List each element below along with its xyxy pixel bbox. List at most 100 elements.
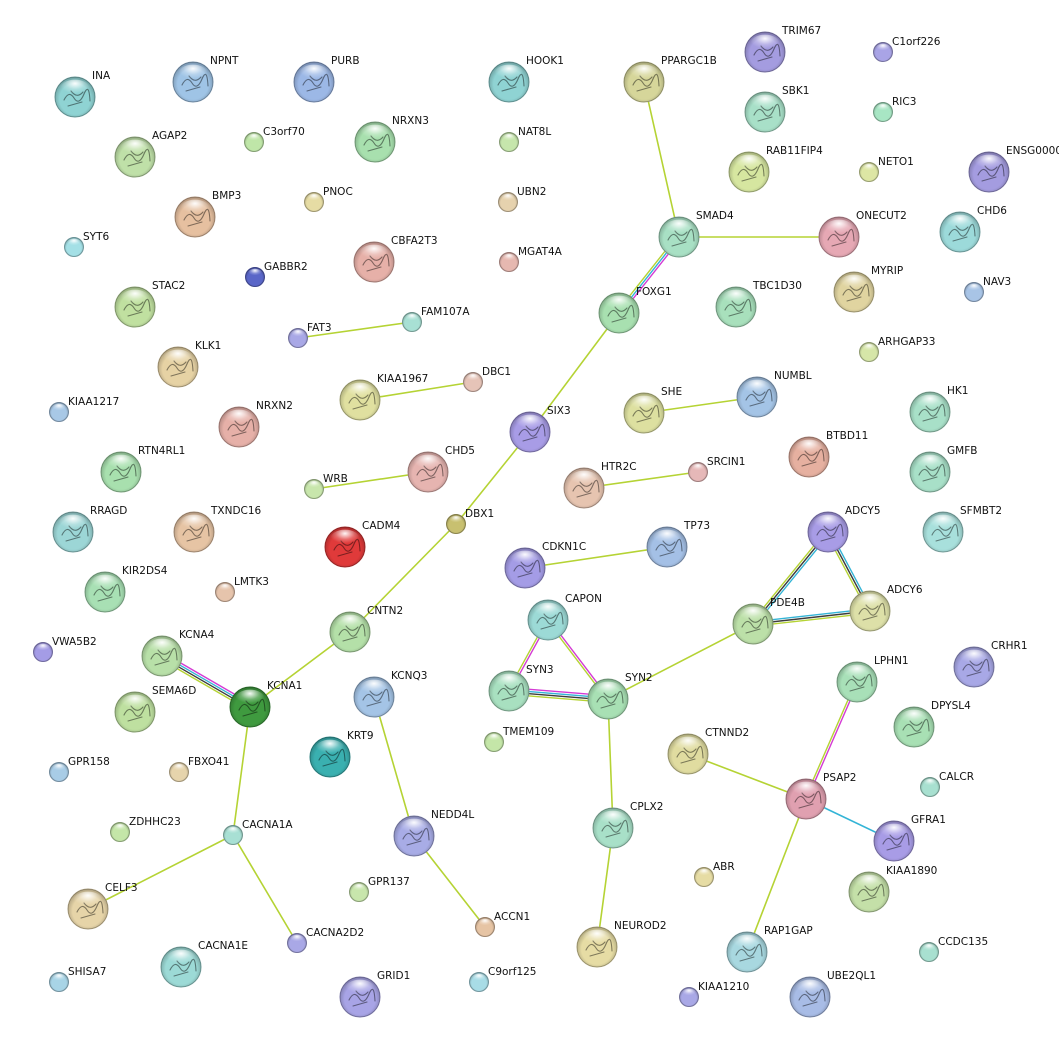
node-CPLX2[interactable]: CPLX2 — [592, 801, 663, 849]
node-FBXO41[interactable]: FBXO41 — [169, 756, 230, 782]
node-RAB11FIP4[interactable]: RAB11FIP4 — [728, 145, 823, 193]
edge-SYN2-CPLX2[interactable] — [607, 698, 614, 829]
node-NPNT[interactable]: NPNT — [172, 55, 239, 103]
node-GRID1[interactable]: GRID1 — [339, 970, 410, 1018]
node-ADCY6[interactable]: ADCY6 — [849, 584, 923, 632]
node-KCNQ3[interactable]: KCNQ3 — [353, 670, 427, 718]
node-DBC1[interactable]: DBC1 — [463, 366, 512, 392]
node-ARHGAP33[interactable]: ARHGAP33 — [859, 336, 936, 362]
node-PNOC[interactable]: PNOC — [304, 186, 353, 212]
node-BMP3[interactable]: BMP3 — [174, 190, 241, 238]
node-CADM4[interactable]: CADM4 — [324, 520, 401, 568]
node-KIR2DS4[interactable]: KIR2DS4 — [84, 565, 168, 613]
edge-FOXG1-SIX3[interactable] — [529, 312, 620, 433]
node-RRAGD[interactable]: RRAGD — [52, 505, 127, 553]
node-PSAP2[interactable]: PSAP2 — [785, 772, 856, 820]
node-UBE2QL1[interactable]: UBE2QL1 — [789, 970, 876, 1018]
node-SHISA7[interactable]: SHISA7 — [49, 966, 107, 992]
node-NEUROD2[interactable]: NEUROD2 — [576, 920, 667, 968]
edge-LPHN1-PSAP2[interactable] — [804, 680, 859, 801]
node-FAM107A[interactable]: FAM107A — [402, 306, 471, 332]
node-CRHR1[interactable]: CRHR1 — [953, 640, 1028, 688]
node-SFMBT2[interactable]: SFMBT2 — [922, 505, 1002, 553]
node-AGAP2[interactable]: AGAP2 — [114, 130, 187, 178]
node-WRB[interactable]: WRB — [304, 473, 348, 499]
node-CDKN1C[interactable]: CDKN1C — [504, 541, 586, 589]
node-KLK1[interactable]: KLK1 — [157, 340, 221, 388]
node-FAT3[interactable]: FAT3 — [288, 322, 332, 348]
node-DPYSL4[interactable]: DPYSL4 — [893, 700, 971, 748]
edge-PDE4B-SYN2[interactable] — [607, 623, 754, 700]
node-SIX3[interactable]: SIX3 — [509, 405, 571, 453]
node-DBX1[interactable]: DBX1 — [446, 508, 495, 534]
node-LMTK3[interactable]: LMTK3 — [215, 576, 269, 602]
node-VWA5B2[interactable]: VWA5B2 — [33, 636, 97, 662]
node-FOXG1[interactable]: FOXG1 — [598, 286, 672, 334]
node-SEMA6D[interactable]: SEMA6D — [114, 685, 196, 733]
node-NETO1[interactable]: NETO1 — [859, 156, 914, 182]
node-PDE4B[interactable]: PDE4B — [732, 597, 805, 645]
edge-FAT3-FAM107A[interactable] — [297, 321, 413, 339]
edge-PPARGC1B-SMAD4[interactable] — [643, 81, 680, 238]
edge-PSAP2-RAP1GAP[interactable] — [746, 798, 807, 953]
node-SHE[interactable]: SHE — [623, 386, 682, 434]
edge-CACNA1A-CELF3[interactable] — [87, 834, 234, 910]
node-NAV3[interactable]: NAV3 — [964, 276, 1012, 302]
node-RAP1GAP[interactable]: RAP1GAP — [726, 925, 813, 973]
node-PURB[interactable]: PURB — [293, 55, 360, 103]
node-RTN4RL1[interactable]: RTN4RL1 — [100, 445, 185, 493]
node-SRCIN1[interactable]: SRCIN1 — [688, 456, 746, 482]
node-CCDC135[interactable]: CCDC135 — [919, 936, 989, 962]
node-GFRA1[interactable]: GFRA1 — [873, 814, 946, 862]
node-HOOK1[interactable]: HOOK1 — [488, 55, 564, 103]
node-CTNND2[interactable]: CTNND2 — [667, 727, 749, 775]
node-GABBR2[interactable]: GABBR2 — [245, 261, 308, 287]
node-CACNA2D2[interactable]: CACNA2D2 — [287, 927, 365, 953]
edge-CDKN1C-TP73[interactable] — [524, 546, 668, 569]
node-KRT9[interactable]: KRT9 — [309, 730, 374, 778]
node-CACNA1A[interactable]: CACNA1A — [223, 819, 294, 845]
node-C3orf70[interactable]: C3orf70 — [244, 126, 305, 152]
node-CBFA2T3[interactable]: CBFA2T3 — [353, 235, 438, 283]
node-KIAA1217[interactable]: KIAA1217 — [49, 396, 120, 422]
node-NRXN2[interactable]: NRXN2 — [218, 400, 293, 448]
node-CHD6[interactable]: CHD6 — [939, 205, 1007, 253]
node-CALCR[interactable]: CALCR — [920, 771, 975, 797]
node-STAC2[interactable]: STAC2 — [114, 280, 185, 328]
node-HK1[interactable]: HK1 — [909, 385, 968, 433]
node-ZDHHC23[interactable]: ZDHHC23 — [110, 816, 181, 842]
node-MYRIP[interactable]: MYRIP — [833, 265, 903, 313]
node-GPR137[interactable]: GPR137 — [349, 876, 410, 902]
node-SYN2[interactable]: SYN2 — [587, 672, 653, 720]
node-ONECUT2[interactable]: ONECUT2 — [818, 210, 907, 258]
node-ACCN1[interactable]: ACCN1 — [475, 911, 531, 937]
node-KIAA1967[interactable]: KIAA1967 — [339, 373, 428, 421]
node-ENSG0000[interactable]: ENSG0000 — [968, 145, 1059, 193]
node-TMEM109[interactable]: TMEM109 — [484, 726, 555, 752]
node-CELF3[interactable]: CELF3 — [67, 882, 138, 930]
node-SBK1[interactable]: SBK1 — [744, 85, 809, 133]
node-NEDD4L[interactable]: NEDD4L — [393, 809, 474, 857]
edge-KCNA1-CACNA1A[interactable] — [232, 706, 251, 836]
edge-DBX1-CNTN2[interactable] — [349, 523, 457, 633]
node-CACNA1E[interactable]: CACNA1E — [160, 940, 248, 988]
node-TXNDC16[interactable]: TXNDC16 — [173, 505, 262, 553]
node-UBN2[interactable]: UBN2 — [498, 186, 547, 212]
node-TRIM67[interactable]: TRIM67 — [744, 25, 821, 73]
node-INA[interactable]: INA — [54, 70, 111, 118]
node-BTBD11[interactable]: BTBD11 — [788, 430, 868, 478]
node-SYT6[interactable]: SYT6 — [64, 231, 110, 257]
node-CHD5[interactable]: CHD5 — [407, 445, 475, 493]
node-KIAA1890[interactable]: KIAA1890 — [848, 865, 937, 913]
node-SYN3[interactable]: SYN3 — [488, 664, 554, 712]
node-RIC3[interactable]: RIC3 — [873, 96, 917, 122]
node-ADCY5[interactable]: ADCY5 — [807, 505, 881, 553]
node-ABR[interactable]: ABR — [694, 861, 735, 887]
node-MGAT4A[interactable]: MGAT4A — [499, 246, 563, 272]
node-CAPON[interactable]: CAPON — [527, 593, 602, 641]
node-SMAD4[interactable]: SMAD4 — [658, 210, 734, 258]
node-NAT8L[interactable]: NAT8L — [499, 126, 552, 152]
node-NRXN3[interactable]: NRXN3 — [354, 115, 429, 163]
node-HTR2C[interactable]: HTR2C — [563, 461, 637, 509]
